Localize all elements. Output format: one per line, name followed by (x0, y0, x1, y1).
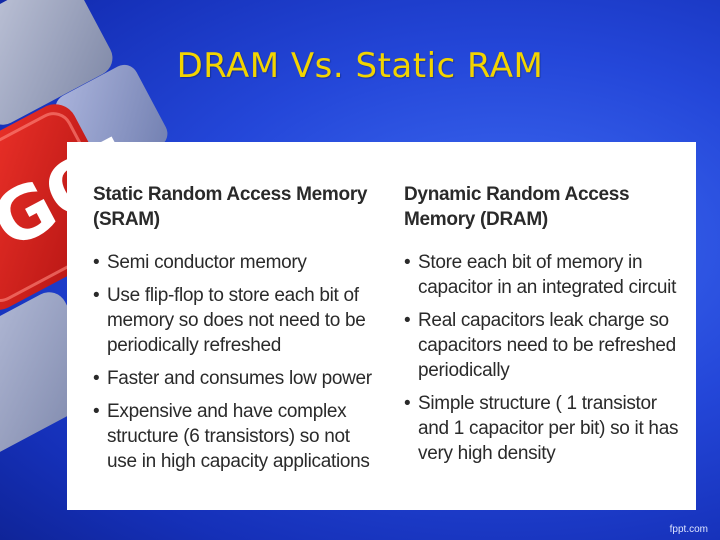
dram-bullet-list: •Store each bit of memory in capacitor i… (404, 250, 690, 466)
list-item: •Semi conductor memory (93, 252, 307, 273)
bullet-dot-icon: • (93, 252, 100, 273)
bullet-dot-icon: • (93, 285, 100, 306)
list-item: •Real capacitors leak charge so capacito… (404, 310, 676, 381)
bullet-dot-icon: • (404, 393, 411, 414)
bullet-dot-icon: • (93, 401, 100, 422)
list-item: •Use flip-flop to store each bit of memo… (93, 285, 366, 356)
list-item: •Faster and consumes low power (93, 368, 372, 389)
footer-brand: fppt.com (669, 524, 708, 535)
bullet-dot-icon: • (404, 252, 411, 273)
slide-title: DRAM Vs. Static RAM (176, 46, 544, 86)
list-item: •Store each bit of memory in capacitor i… (404, 252, 677, 298)
content-panel: Static Random Access Memory (SRAM) •Semi… (67, 142, 696, 510)
dram-heading: Dynamic Random Access Memory (DRAM) (404, 184, 630, 230)
sram-heading: Static Random Access Memory (SRAM) (93, 184, 368, 230)
sram-column: Static Random Access Memory (SRAM) •Semi… (93, 182, 383, 482)
dram-column: Dynamic Random Access Memory (DRAM) •Sto… (404, 182, 690, 474)
list-item: •Simple structure ( 1 transistor and 1 c… (404, 393, 679, 464)
sram-bullet-list: •Semi conductor memory •Use flip-flop to… (93, 250, 383, 474)
bullet-dot-icon: • (93, 368, 100, 389)
bullet-dot-icon: • (404, 310, 411, 331)
list-item: •Expensive and have complex structure (6… (93, 401, 370, 472)
